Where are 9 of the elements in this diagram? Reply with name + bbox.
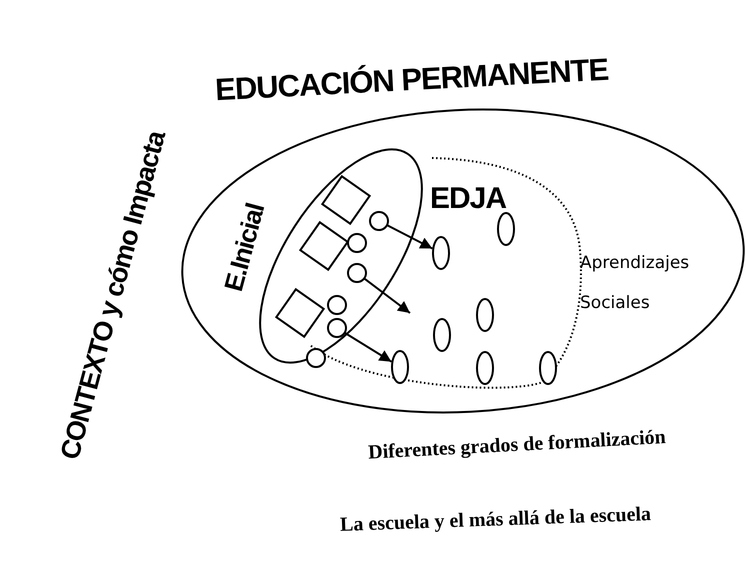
- text-label: Aprendizajes Sociales: [580, 252, 690, 315]
- caption: Diferentes grados de formalización: [368, 425, 668, 465]
- region-label: E.Inicial: [218, 200, 272, 295]
- caption: La escuela y el más allá de la escuela: [340, 502, 652, 537]
- arrow: [386, 224, 433, 250]
- arrow: [364, 278, 411, 314]
- region-label: EDJA: [430, 182, 506, 216]
- arrow: [344, 332, 392, 363]
- region-heading: EDUCACIÓN PERMANENTE: [214, 52, 610, 108]
